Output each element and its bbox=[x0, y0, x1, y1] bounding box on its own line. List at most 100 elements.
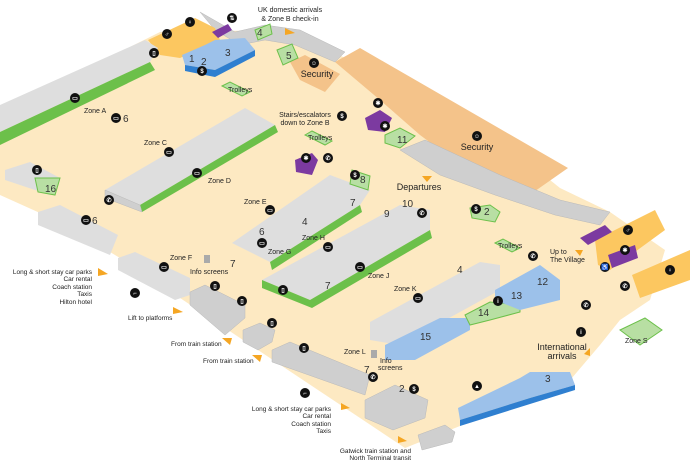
pier-zone-e-g-gates bbox=[270, 205, 362, 270]
exit-label: Gatwick train station and bbox=[340, 448, 412, 455]
svg-text:▭: ▭ bbox=[259, 241, 265, 247]
svg-text:$: $ bbox=[474, 207, 478, 213]
pier-6-left bbox=[38, 205, 118, 255]
gate-number: 9 bbox=[384, 209, 390, 220]
uk-domestic-label: UK domestic arrivals bbox=[258, 7, 323, 14]
mobile-icon: ▯ bbox=[210, 281, 220, 291]
svg-text:$: $ bbox=[353, 173, 357, 179]
svg-text:⇅: ⇅ bbox=[229, 15, 234, 22]
checkin-icon: ▭ bbox=[164, 147, 174, 157]
exit-left-list: Long & short stay car parks Car rental C… bbox=[13, 269, 93, 306]
pier-zone-c-d-gates bbox=[140, 125, 278, 212]
svg-text:▭: ▭ bbox=[357, 265, 363, 271]
stairs-right bbox=[580, 225, 612, 245]
phone-icon: ✆ bbox=[620, 281, 630, 291]
mobile-icon: ▯ bbox=[149, 48, 159, 58]
svg-text:✆: ✆ bbox=[622, 283, 627, 290]
svg-text:✱: ✱ bbox=[375, 100, 380, 107]
security-label-large: Security bbox=[461, 142, 494, 152]
checkin-number: 6 bbox=[123, 114, 129, 125]
baggage-number: 15 bbox=[420, 332, 432, 343]
mobile-icon: ▯ bbox=[299, 343, 309, 353]
svg-text:▭: ▭ bbox=[194, 171, 200, 177]
phone-icon: ✆ bbox=[581, 300, 591, 310]
checkin-number: 6 bbox=[92, 216, 98, 227]
zone-l-label: Zone L bbox=[344, 349, 366, 356]
exit-label: Taxis bbox=[77, 291, 93, 298]
svg-text:⌐: ⌐ bbox=[133, 291, 137, 297]
svg-text:✆: ✆ bbox=[583, 302, 588, 309]
svg-text:✆: ✆ bbox=[419, 210, 424, 217]
arrow-intl bbox=[584, 348, 590, 356]
phone-icon: ✆ bbox=[528, 251, 538, 261]
currency-icon: $ bbox=[409, 384, 419, 394]
baggage-15 bbox=[385, 318, 470, 360]
trolleys-label: Trolleys bbox=[228, 87, 253, 94]
pier-zone-a-gates bbox=[0, 62, 155, 145]
checkin-icon: ▭ bbox=[265, 205, 275, 215]
trolleys-area-1 bbox=[220, 81, 252, 97]
baggage-number: 2 bbox=[201, 57, 207, 68]
svg-text:▭: ▭ bbox=[415, 296, 421, 302]
security-area-small bbox=[290, 55, 340, 92]
baby-change-icon: ✱ bbox=[620, 245, 630, 255]
gate-number: 4 bbox=[302, 217, 308, 228]
svg-text:▯: ▯ bbox=[213, 284, 216, 290]
svg-text:▭: ▭ bbox=[161, 265, 167, 271]
zone-g-label: Zone G bbox=[268, 249, 291, 256]
gate-4-top bbox=[254, 23, 273, 41]
arrow-train-2 bbox=[252, 355, 262, 362]
svg-text:$: $ bbox=[340, 114, 344, 120]
train-label: From train station bbox=[171, 341, 222, 348]
svg-text:⌐: ⌐ bbox=[303, 391, 307, 397]
stairs-label-2: down to Zone B bbox=[280, 120, 329, 127]
svg-text:▯: ▯ bbox=[35, 168, 38, 174]
exit-label: Long & short stay car parks bbox=[252, 406, 332, 413]
baggage-3-bottom-edge bbox=[460, 385, 575, 426]
svg-text:i: i bbox=[580, 330, 582, 336]
svg-text:▯: ▯ bbox=[240, 299, 243, 305]
departures-label: Departures bbox=[397, 182, 442, 192]
zone-a-label: Zone A bbox=[84, 108, 107, 115]
arrow-car-parks-bottom bbox=[341, 403, 350, 410]
toilets-male-icon: ♂ bbox=[623, 225, 633, 235]
checkin-icon: ▭ bbox=[70, 93, 80, 103]
arrow-uk-domestic bbox=[285, 28, 295, 35]
intl-arrivals-label: International bbox=[537, 342, 587, 352]
exit-label: North Terminal transit bbox=[349, 455, 411, 462]
gate-number: 4 bbox=[457, 265, 463, 276]
facilities-block-right bbox=[608, 245, 638, 268]
gate-11 bbox=[384, 127, 416, 149]
info-icon: i bbox=[576, 327, 586, 337]
security-icon: ☺ bbox=[309, 58, 319, 68]
checkin-icon: ▭ bbox=[355, 262, 365, 272]
svg-text:▭: ▭ bbox=[113, 116, 119, 122]
svg-text:✆: ✆ bbox=[325, 155, 330, 162]
svg-text:☺: ☺ bbox=[474, 134, 480, 140]
checkin-icon: ▭ bbox=[323, 242, 333, 252]
currency-icon: $ bbox=[350, 170, 360, 180]
gate-number: 2 bbox=[399, 384, 405, 395]
gate-number: 4 bbox=[257, 28, 263, 39]
currency-icon: $ bbox=[197, 66, 207, 76]
svg-text:✆: ✆ bbox=[370, 374, 375, 381]
svg-text:▯: ▯ bbox=[302, 346, 305, 352]
gate-number: 5 bbox=[286, 51, 292, 62]
svg-text:✱: ✱ bbox=[382, 123, 387, 130]
zone-s-label: Zone S bbox=[625, 338, 648, 345]
zone-s-area bbox=[619, 317, 663, 346]
svg-text:✱: ✱ bbox=[303, 155, 308, 162]
phone-icon: ✆ bbox=[323, 153, 333, 163]
exit-bottom-list: Long & short stay car parks Car rental C… bbox=[252, 406, 411, 462]
lift-label: Lift to platforms bbox=[128, 315, 173, 322]
arrow-village bbox=[575, 250, 583, 256]
svg-text:▭: ▭ bbox=[325, 245, 331, 251]
baggage-number: 1 bbox=[189, 54, 195, 65]
mobile-icon: ▯ bbox=[267, 318, 277, 328]
info-icon: i bbox=[493, 296, 503, 306]
trolleys-label: Trolleys bbox=[498, 243, 523, 250]
svg-text:▲: ▲ bbox=[474, 384, 480, 390]
checkin-icon: ▭ bbox=[111, 113, 121, 123]
intl-arrivals-label-2: arrivals bbox=[547, 351, 577, 361]
checkin-icon: ▭ bbox=[159, 262, 169, 272]
